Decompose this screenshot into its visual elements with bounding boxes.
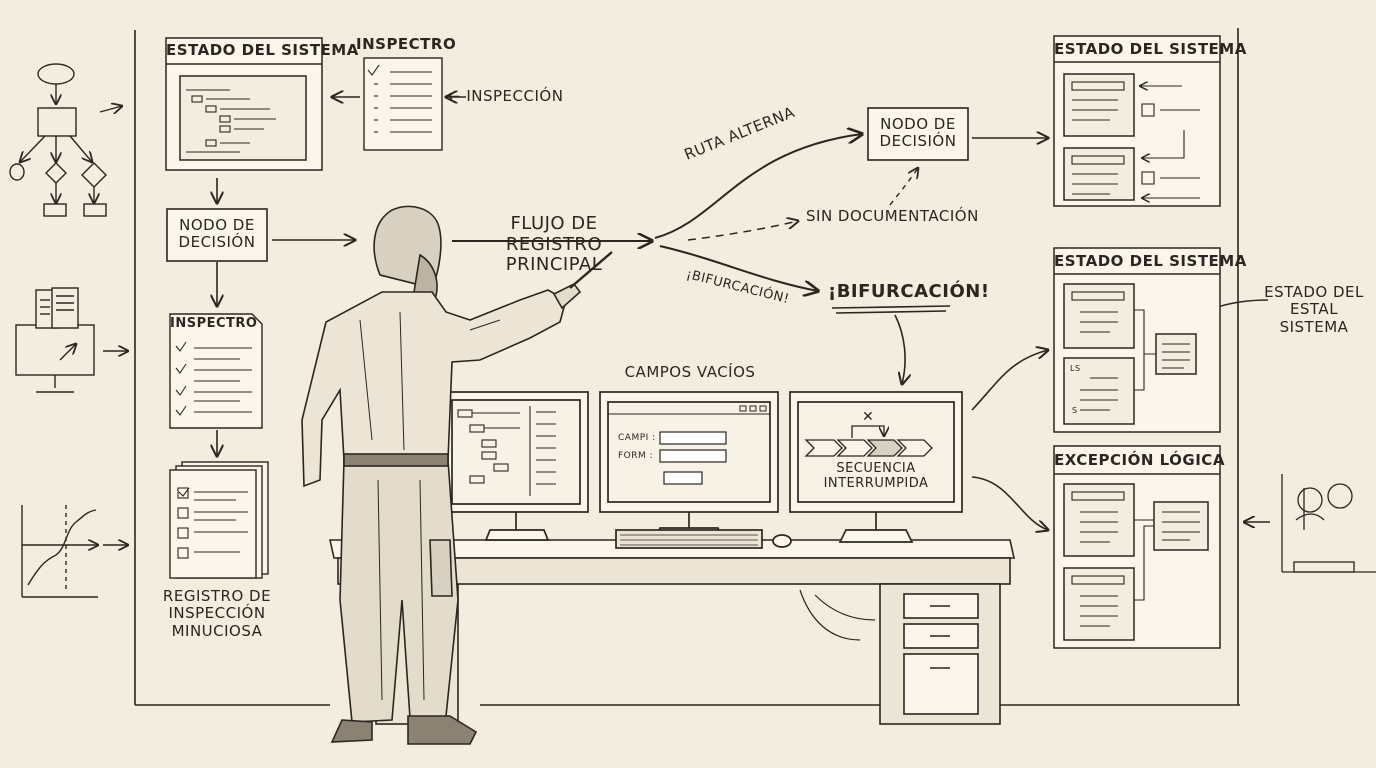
monitor-left-drawing bbox=[443, 391, 589, 541]
excepcion-panel bbox=[1053, 445, 1221, 649]
nodo-box-right bbox=[867, 107, 969, 161]
bifurcacion-underline bbox=[831, 305, 951, 314]
bifurcacion-big-label: ¡BIFURCACIÓN! bbox=[828, 281, 990, 302]
campo-label-2: FORM : bbox=[618, 451, 654, 461]
error-x-icon: ✕ bbox=[862, 409, 875, 425]
estado-title-top-left: ESTADO DEL SISTEMA bbox=[166, 41, 359, 59]
inspectro-title-mid: INSPECTRO bbox=[170, 316, 258, 331]
right-mini-sketch bbox=[1281, 474, 1376, 573]
secuencia-label: SECUENCIA INTERRUMPIDA bbox=[823, 461, 929, 491]
nodo-label-right: NODO DE DECISIÓN bbox=[879, 115, 957, 151]
nodo-box-left bbox=[166, 208, 268, 262]
sin-documentacion-label: SIN DOCUMENTACIÓN bbox=[806, 207, 979, 225]
ls-label: LS bbox=[1070, 364, 1081, 373]
estado-panel-left bbox=[165, 37, 323, 171]
estado-panel-right-2 bbox=[1053, 247, 1221, 433]
left-mini-chart bbox=[21, 505, 128, 598]
excepcion-title: EXCEPCIÓN LÓGICA bbox=[1054, 451, 1225, 469]
estado-title-right-1: ESTADO DEL SISTEMA bbox=[1054, 40, 1247, 58]
left-mini-monitor bbox=[15, 287, 128, 393]
estado-title-right-2: ESTADO DEL SISTEMA bbox=[1054, 252, 1247, 270]
flujo-label: FLUJO DE REGISTRO PRINCIPAL bbox=[505, 213, 603, 276]
inspectro-sheet-top bbox=[363, 57, 443, 151]
nodo-label-left: NODO DE DECISIÓN bbox=[178, 216, 256, 252]
campos-vacios-label: CAMPOS VACÍOS bbox=[624, 363, 756, 381]
man-figure bbox=[301, 205, 613, 745]
estado-panel-right-1 bbox=[1053, 35, 1221, 207]
inspectro-sheet-mid bbox=[169, 313, 263, 429]
estado-estal-label: ESTADO DEL ESTAL SISTEMA bbox=[1264, 283, 1364, 336]
campo-label-1: CAMPI : bbox=[618, 433, 656, 443]
left-mini-flowchart bbox=[9, 63, 122, 217]
monitor-center-drawing bbox=[599, 391, 792, 549]
inspectro-title-top: INSPECTRO bbox=[356, 35, 457, 53]
s-label: S bbox=[1072, 406, 1078, 415]
registro-label: REGISTRO DE INSPECCIÓN MINUCIOSA bbox=[162, 587, 272, 640]
inspeccion-label: ← INSPECCIÓN bbox=[448, 87, 564, 105]
frame-lines bbox=[134, 28, 1240, 706]
monitor-right-drawing bbox=[789, 391, 963, 543]
left-flow-arrows bbox=[217, 97, 466, 456]
flow-curves bbox=[452, 134, 1270, 530]
registro-sheets bbox=[169, 461, 269, 579]
